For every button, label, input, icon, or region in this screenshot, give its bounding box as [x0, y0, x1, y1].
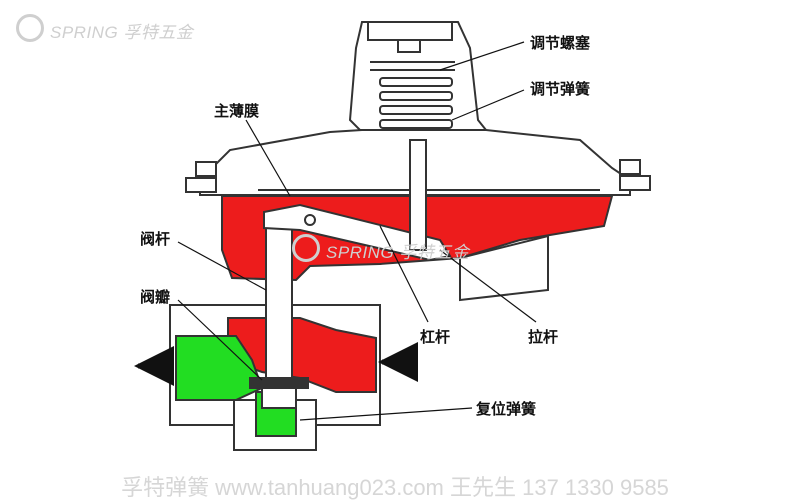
- valve-stem-shape: [265, 211, 293, 383]
- lever-pivot: [304, 214, 316, 226]
- label-reset-spring: 复位弹簧: [476, 400, 537, 418]
- label-adjust-spring: 调节弹簧: [530, 80, 591, 98]
- brand-watermark-top: SPRING 孚特五金: [50, 23, 194, 42]
- brand-watermark-center: SPRING 孚特五金: [326, 243, 470, 262]
- label-valve-stem: 阀杆: [140, 230, 171, 248]
- label-lever: 杠杆: [420, 328, 451, 346]
- label-pull-rod: 拉杆: [528, 328, 559, 346]
- brand-logo-center-icon: [292, 234, 320, 262]
- label-main-diaphragm: 主薄膜: [214, 102, 260, 120]
- label-valve-disc: 阀瓣: [140, 288, 171, 306]
- pull-rod-shape: [409, 139, 427, 251]
- valve-disc-shape: [249, 377, 309, 409]
- label-adjust-screw: 调节螺塞: [530, 34, 591, 52]
- leader-lines: [177, 41, 537, 421]
- footer-watermark: 孚特弹簧 www.tanhuang023.com 王先生 137 1330 95…: [121, 475, 669, 500]
- brand-logo-icon: [16, 14, 44, 42]
